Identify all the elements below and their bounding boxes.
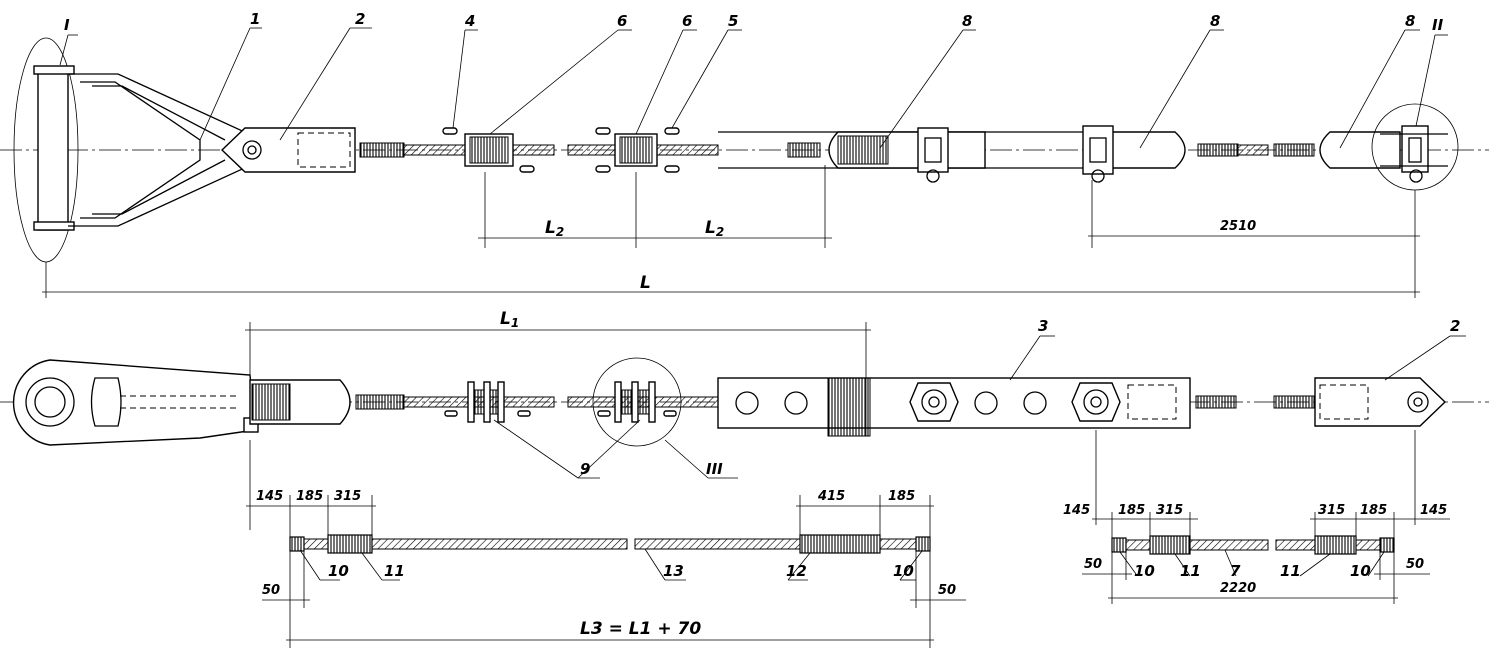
label-pos-8c: 8 [1405, 12, 1415, 30]
clamp-6b [595, 127, 680, 173]
yoke-inner [80, 81, 201, 219]
fork-2 [220, 127, 356, 173]
label-pos-8a: 8 [962, 12, 972, 30]
dim-315-r2: 315 [1318, 503, 1345, 518]
middle-assembly-view: 3 2 9 III L1 [0, 309, 1489, 479]
dim-50-r1: 50 [1084, 557, 1102, 572]
top-dimensions: L2 L2 2510 L [42, 165, 1420, 298]
rope-7-detail: 145 185 315 315 185 145 50 50 10 11 7 11… [1063, 430, 1450, 604]
dim-50-right: 50 [938, 583, 956, 598]
label-pos-13: 13 [663, 562, 684, 580]
detail-iii-circle [592, 357, 682, 447]
dim-185-r2: 185 [1360, 503, 1387, 518]
label-detail-I: I [64, 16, 70, 34]
yoke-pin [37, 69, 69, 231]
top-assembly-view: I 1 2 4 6 6 5 8 8 8 II [0, 10, 1489, 298]
label-pos-2: 2 [355, 10, 365, 28]
label-detail-III: III [706, 460, 723, 478]
label-pos-10b: 10 [893, 562, 914, 580]
link-8b [1089, 131, 1186, 169]
label-pos-12: 12 [786, 562, 807, 580]
dim-2220: 2220 [1220, 581, 1256, 596]
clamp-9a [444, 381, 531, 423]
label-pos-1: 1 [250, 10, 260, 28]
label-pos-8b: 8 [1210, 12, 1220, 30]
dim-50-r2: 50 [1406, 557, 1424, 572]
plate-coil [827, 377, 871, 437]
label-pos-11c: 11 [1280, 562, 1301, 580]
dim-50-left: 50 [262, 583, 280, 598]
dim-315-left: 315 [334, 489, 361, 504]
dim-2510: 2510 [1220, 219, 1256, 234]
fork-2-right [1314, 377, 1447, 427]
label-pos-6b: 6 [682, 12, 692, 30]
label-pos-10a: 10 [328, 562, 349, 580]
label-pos-10c: 10 [1134, 562, 1155, 580]
dim-185-r1: 185 [1118, 503, 1145, 518]
dim-L1: L1 [500, 309, 519, 330]
thread-top-1 [359, 142, 405, 158]
dim-145-r1: 145 [1063, 503, 1090, 518]
eye-plate [12, 359, 256, 446]
dim-185-left: 185 [296, 489, 323, 504]
shackle-top-2 [1082, 125, 1114, 175]
dim-185-left-2: 185 [888, 489, 915, 504]
dim-L2-right: L2 [705, 218, 724, 239]
formula-L3: L3 = L1 + 70 [580, 619, 701, 639]
label-pos-9: 9 [580, 460, 590, 478]
dim-145-r2: 145 [1420, 503, 1447, 518]
dim-L: L [640, 273, 651, 293]
rope-13-detail: 145 185 315 415 185 50 50 10 11 13 12 10 [246, 440, 966, 648]
label-pos-5: 5 [728, 12, 738, 30]
middle-leaders: 3 2 9 III [493, 317, 1466, 479]
label-pos-11b: 11 [1180, 562, 1201, 580]
clamp-9b [597, 381, 677, 423]
dim-315-r1: 315 [1156, 503, 1183, 518]
dim-415: 415 [817, 489, 845, 504]
label-pos-4: 4 [464, 12, 475, 30]
label-detail-II: II [1432, 16, 1444, 34]
clamp-6a [442, 127, 535, 173]
label-pos-6a: 6 [617, 12, 627, 30]
label-pos-7: 7 [1230, 562, 1241, 580]
yoke-pin-head-top [33, 65, 75, 75]
label-pos-10d: 10 [1350, 562, 1371, 580]
dim-145-left: 145 [256, 489, 283, 504]
label-pos-11a: 11 [384, 562, 405, 580]
label-pos-3: 3 [1038, 317, 1048, 335]
link-8c [1319, 131, 1401, 169]
middle-dimensions: L1 [245, 309, 871, 436]
label-pos-2-middle: 2 [1450, 317, 1460, 335]
dim-L2-left: L2 [545, 218, 564, 239]
shackle-top-1 [917, 127, 949, 173]
top-leaders: I 1 2 4 6 6 5 8 8 8 II [59, 10, 1448, 149]
